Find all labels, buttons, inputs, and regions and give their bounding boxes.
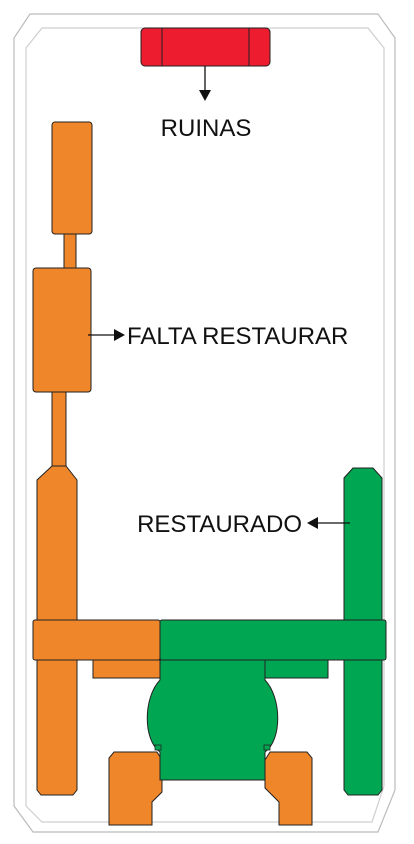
green-central-body xyxy=(146,659,279,781)
restored-section xyxy=(146,467,387,796)
orange-middle-block xyxy=(32,267,92,393)
orange-upper-connector xyxy=(63,233,77,271)
pending-section xyxy=(32,121,313,826)
green-small-mark-right xyxy=(263,744,271,751)
ruins-label: RUINAS xyxy=(161,115,252,142)
orange-crossbar xyxy=(32,619,161,661)
ruins-section xyxy=(140,27,271,67)
ruins-block xyxy=(140,27,271,67)
pending-arrow xyxy=(88,329,125,341)
orange-top-block xyxy=(51,121,93,235)
orange-lower-plinth xyxy=(92,659,161,679)
orange-lower-connector xyxy=(51,391,67,469)
site-outline xyxy=(13,13,396,833)
green-small-mark-left xyxy=(154,744,162,751)
pending-label: FALTA RESTAURAR xyxy=(127,323,348,350)
green-crossbar xyxy=(159,619,387,661)
restored-arrow xyxy=(307,517,350,529)
orange-bottom-left-block xyxy=(108,751,163,826)
restored-label: RESTAURADO xyxy=(137,511,302,538)
ruins-arrow xyxy=(199,66,211,101)
